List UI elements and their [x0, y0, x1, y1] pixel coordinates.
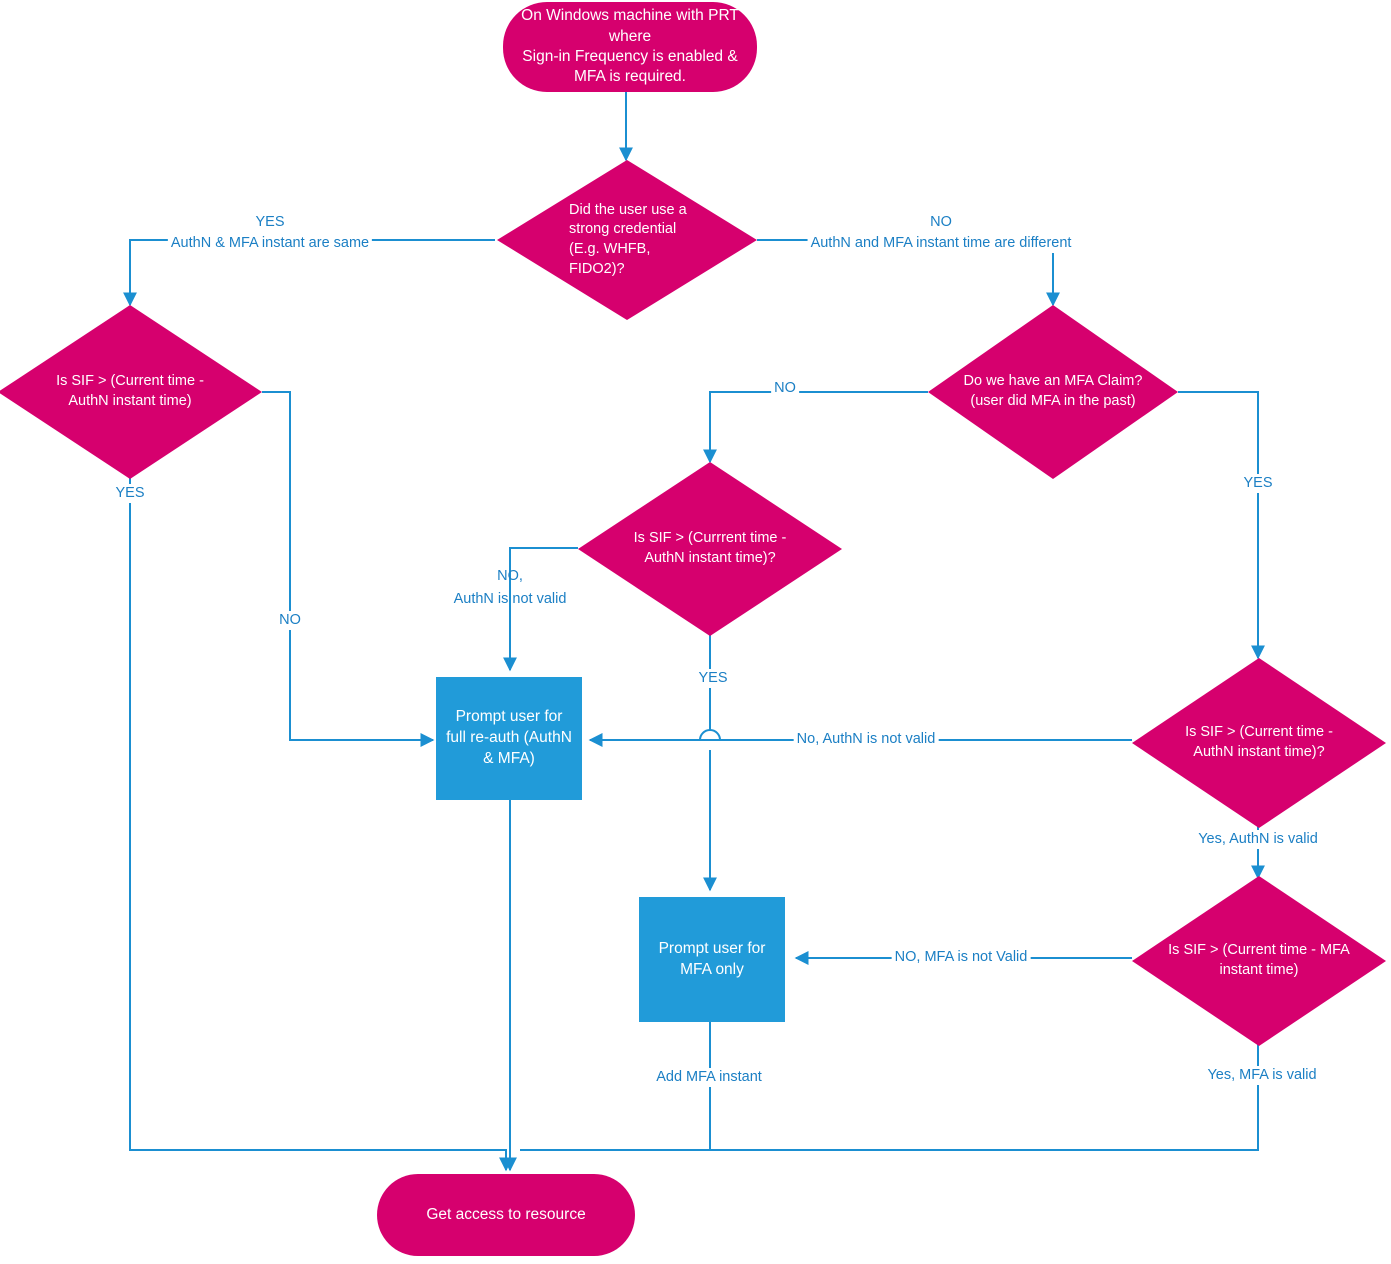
fullreauth-line-3: & MFA)	[483, 749, 535, 767]
node-start-text: On Windows machine with PRT where Sign-i…	[507, 6, 753, 88]
mfaclaim-line-2: (user did MFA in the past)	[970, 393, 1136, 409]
decision-sif-authn-mid-text: Is SIF > (Currrent time - AuthN instant …	[578, 462, 842, 636]
strongcred-line-3: (E.g. WHFB,	[569, 241, 651, 257]
node-start[interactable]: On Windows machine with PRT where Sign-i…	[503, 2, 757, 92]
edge-label-mfaclaim-yes: YES	[1240, 474, 1276, 494]
node-decision-strong-credential[interactable]: Did the user use a strong credential (E.…	[497, 160, 757, 320]
edge-label-strongcred-no-top: NO	[930, 214, 952, 230]
node-end-text: Get access to resource	[412, 1205, 599, 1225]
line-hop-midsif	[699, 729, 721, 741]
strongcred-line-1: Did the user use a	[569, 201, 687, 218]
edge-label-rightmfa-yes: Yes, MFA is valid	[1204, 1066, 1320, 1086]
edge-mfaclaim-no	[703, 391, 928, 464]
edge-strongcred-yes	[123, 239, 495, 307]
node-decision-sif-authn-right[interactable]: Is SIF > (Current time - AuthN instant t…	[1132, 658, 1386, 828]
start-line-1: On Windows machine with PRT	[521, 7, 739, 25]
rightmfa-line-1: Is SIF > (Current time - MFA	[1168, 942, 1350, 959]
midsif-line-1: Is SIF > (Currrent time -	[633, 530, 787, 547]
start-line-2: where	[608, 27, 652, 45]
start-line-4: MFA is required.	[574, 68, 686, 86]
end-line-1: Get access to resource	[426, 1205, 586, 1223]
edge-leftsif-no	[262, 391, 435, 747]
edge-label-leftsif-yes: YES	[112, 484, 148, 504]
midsif-line-2: AuthN instant time)?	[644, 550, 776, 566]
fullreauth-line-2: full re-auth (AuthN	[446, 729, 572, 747]
edge-label-midsif-no-detail: AuthN is not valid	[453, 591, 567, 607]
edge-label-leftsif-no: NO	[276, 611, 304, 631]
edge-midsif-no	[503, 547, 578, 672]
edge-rightmfa-yes	[520, 1044, 1259, 1151]
node-process-mfa-only[interactable]: Prompt user for MFA only	[639, 897, 785, 1022]
edge-label-midsif-yes: YES	[695, 669, 731, 689]
node-process-full-reauth[interactable]: Prompt user for full re-auth (AuthN & MF…	[436, 677, 582, 800]
node-decision-sif-mfa-right[interactable]: Is SIF > (Current time - MFA instant tim…	[1132, 876, 1386, 1046]
node-decision-sif-authn-left[interactable]: Is SIF > (Current time - AuthN instant t…	[0, 305, 262, 479]
decision-strong-credential-text: Did the user use a strong credential (E.…	[497, 160, 757, 320]
fullreauth-line-1: Prompt user for	[455, 708, 563, 726]
process-full-reauth-text: Prompt user for full re-auth (AuthN & MF…	[440, 707, 578, 770]
edge-label-rightmfa-no: NO, MFA is not Valid	[891, 948, 1031, 968]
edge-label-strongcred-yes-top: YES	[255, 214, 285, 230]
mfaonly-line-1: Prompt user for	[658, 939, 766, 957]
start-line-3: Sign-in Frequency is enabled &	[522, 48, 738, 65]
decision-sif-authn-right-text: Is SIF > (Current time - AuthN instant t…	[1132, 658, 1386, 828]
edge-label-add-mfa-instant: Add MFA instant	[653, 1068, 765, 1088]
strongcred-line-4: FIDO2)?	[569, 260, 625, 277]
decision-sif-authn-left-text: Is SIF > (Current time - AuthN instant t…	[0, 305, 262, 479]
node-end-get-access[interactable]: Get access to resource	[377, 1174, 635, 1256]
leftsif-line-2: AuthN instant time)	[68, 393, 192, 409]
rightmfa-line-2: instant time)	[1219, 962, 1299, 978]
edge-label-rightauthn-yes: Yes, AuthN is valid	[1195, 830, 1321, 850]
edge-label-rightauthn-no: No, AuthN is not valid	[793, 730, 939, 750]
edge-label-midsif-no-top: NO,	[497, 568, 523, 584]
mfaonly-line-2: MFA only	[680, 960, 744, 978]
edge-leftsif-yes	[129, 478, 513, 1172]
strongcred-line-2: strong credential	[569, 221, 677, 238]
leftsif-line-1: Is SIF > (Current time -	[56, 373, 204, 390]
edge-mfaclaim-yes	[1178, 391, 1265, 660]
decision-sif-mfa-right-text: Is SIF > (Current time - MFA instant tim…	[1132, 876, 1386, 1046]
edge-label-strongcred-no-detail: AuthN and MFA instant time are different	[807, 234, 1075, 254]
decision-mfa-claim-text: Do we have an MFA Claim? (user did MFA i…	[928, 305, 1178, 479]
edge-label-mfaclaim-no: NO	[771, 379, 799, 399]
edge-label-strongcred-yes-detail: AuthN & MFA instant are same	[167, 234, 373, 254]
rightauthn-line-2: AuthN instant time)?	[1193, 744, 1325, 760]
node-decision-sif-authn-mid[interactable]: Is SIF > (Currrent time - AuthN instant …	[578, 462, 842, 636]
mfaclaim-line-1: Do we have an MFA Claim?	[963, 373, 1143, 390]
rightauthn-line-1: Is SIF > (Current time -	[1185, 724, 1333, 741]
node-decision-mfa-claim[interactable]: Do we have an MFA Claim? (user did MFA i…	[928, 305, 1178, 479]
process-mfa-only-text: Prompt user for MFA only	[653, 939, 772, 981]
